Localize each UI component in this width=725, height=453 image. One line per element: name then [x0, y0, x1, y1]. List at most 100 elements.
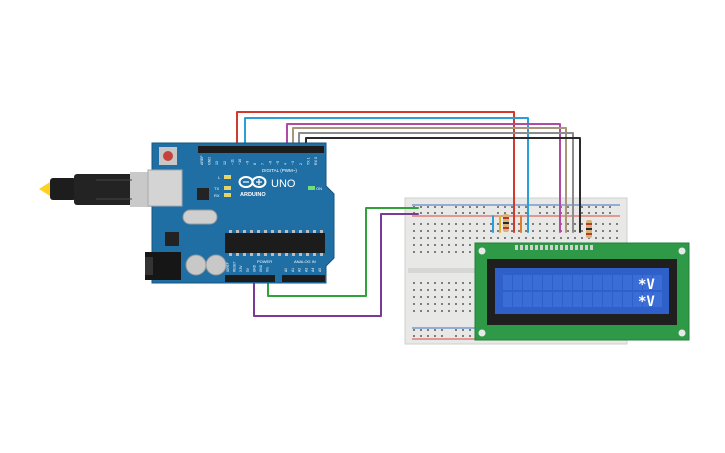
power-header[interactable]	[225, 275, 275, 282]
breadboard-hole	[420, 212, 422, 214]
voltage-regulator	[165, 232, 179, 246]
breadboard-hole	[469, 296, 471, 298]
led-l-label: L	[218, 175, 221, 180]
led-l	[224, 175, 231, 179]
breadboard-hole	[469, 206, 471, 208]
lcd-char-cell	[503, 275, 512, 290]
breadboard-hole	[462, 212, 464, 214]
breadboard-hole	[525, 223, 527, 225]
led-tx-label: TX	[214, 186, 219, 191]
breadboard-hole	[427, 206, 429, 208]
breadboard-hole	[511, 212, 513, 214]
breadboard-hole	[420, 223, 422, 225]
usb-cable[interactable]	[39, 172, 160, 207]
breadboard-hole	[441, 223, 443, 225]
digital-pin-label: 12	[223, 161, 227, 165]
breadboard-hole	[462, 251, 464, 253]
breadboard-hole	[476, 206, 478, 208]
wire-red	[236, 111, 515, 233]
lcd-char-cell	[583, 275, 592, 290]
digital-pin-label: 4	[284, 163, 288, 165]
lcd-char-cell	[503, 292, 512, 307]
lcd-char-cell	[563, 275, 572, 290]
breadboard-hole	[518, 206, 520, 208]
lcd-char-cell	[573, 292, 582, 307]
lcd-char-cell	[653, 275, 662, 290]
breadboard-hole	[504, 212, 506, 214]
breadboard-hole	[581, 206, 583, 208]
lcd-line-1: *V	[638, 277, 655, 293]
breadboard-hole	[588, 206, 590, 208]
analog-header[interactable]	[282, 275, 325, 282]
breadboard-hole	[609, 206, 611, 208]
breadboard-hole	[448, 289, 450, 291]
breadboard-hole	[490, 237, 492, 239]
breadboard-hole	[455, 303, 457, 305]
breadboard-hole	[553, 223, 555, 225]
digital-header[interactable]	[198, 146, 324, 153]
digital-pin-label: ~9	[246, 161, 250, 165]
breadboard-hole	[434, 303, 436, 305]
breadboard-hole	[595, 212, 597, 214]
lcd-header-pin	[555, 245, 558, 250]
breadboard-hole	[455, 206, 457, 208]
breadboard-hole	[581, 230, 583, 232]
breadboard-hole	[497, 212, 499, 214]
breadboard-hole	[483, 230, 485, 232]
chip-leg	[243, 230, 246, 233]
chip-leg	[320, 230, 323, 233]
breadboard-hole	[427, 303, 429, 305]
chip-leg	[306, 253, 309, 256]
breadboard-hole	[455, 251, 457, 253]
breadboard-hole	[511, 223, 513, 225]
lcd-module[interactable]: *V *V	[474, 242, 690, 341]
chip-leg	[257, 253, 260, 256]
chip-leg	[278, 253, 281, 256]
lcd-mount-hole	[678, 329, 686, 337]
breadboard-hole	[546, 230, 548, 232]
breadboard-hole	[427, 237, 429, 239]
lcd-char-cell	[583, 292, 592, 307]
breadboard-hole	[609, 230, 611, 232]
breadboard-hole	[546, 206, 548, 208]
chip-leg	[292, 230, 295, 233]
breadboard-hole	[476, 223, 478, 225]
breadboard-hole	[532, 230, 534, 232]
breadboard-hole	[539, 206, 541, 208]
lcd-char-cell	[513, 275, 522, 290]
breadboard-hole	[420, 335, 422, 337]
led-rx-label: RX	[214, 193, 220, 198]
wire-blue	[244, 117, 529, 233]
breadboard-hole	[462, 296, 464, 298]
breadboard-hole	[413, 230, 415, 232]
breadboard-hole	[525, 230, 527, 232]
breadboard-hole	[427, 230, 429, 232]
breadboard-hole	[455, 296, 457, 298]
resistor-1[interactable]	[503, 214, 509, 232]
breadboard-hole	[469, 282, 471, 284]
breadboard-hole	[497, 230, 499, 232]
breadboard-hole	[413, 282, 415, 284]
breadboard-hole	[441, 296, 443, 298]
breadboard-hole	[609, 237, 611, 239]
breadboard-hole	[511, 230, 513, 232]
chip-leg	[299, 253, 302, 256]
breadboard-hole	[441, 230, 443, 232]
resistor-2[interactable]	[586, 220, 592, 238]
breadboard-hole	[616, 237, 618, 239]
breadboard-hole	[546, 237, 548, 239]
led-rx	[224, 193, 231, 197]
breadboard-hole	[427, 251, 429, 253]
breadboard-hole	[434, 251, 436, 253]
chip-leg	[236, 230, 239, 233]
digital-pin-label: ~10	[238, 159, 242, 165]
breadboard-hole	[567, 206, 569, 208]
breadboard-hole	[595, 237, 597, 239]
arduino-brand: ARDUINO	[240, 192, 266, 198]
breadboard-hole	[469, 289, 471, 291]
breadboard-hole	[567, 230, 569, 232]
breadboard-hole	[469, 212, 471, 214]
